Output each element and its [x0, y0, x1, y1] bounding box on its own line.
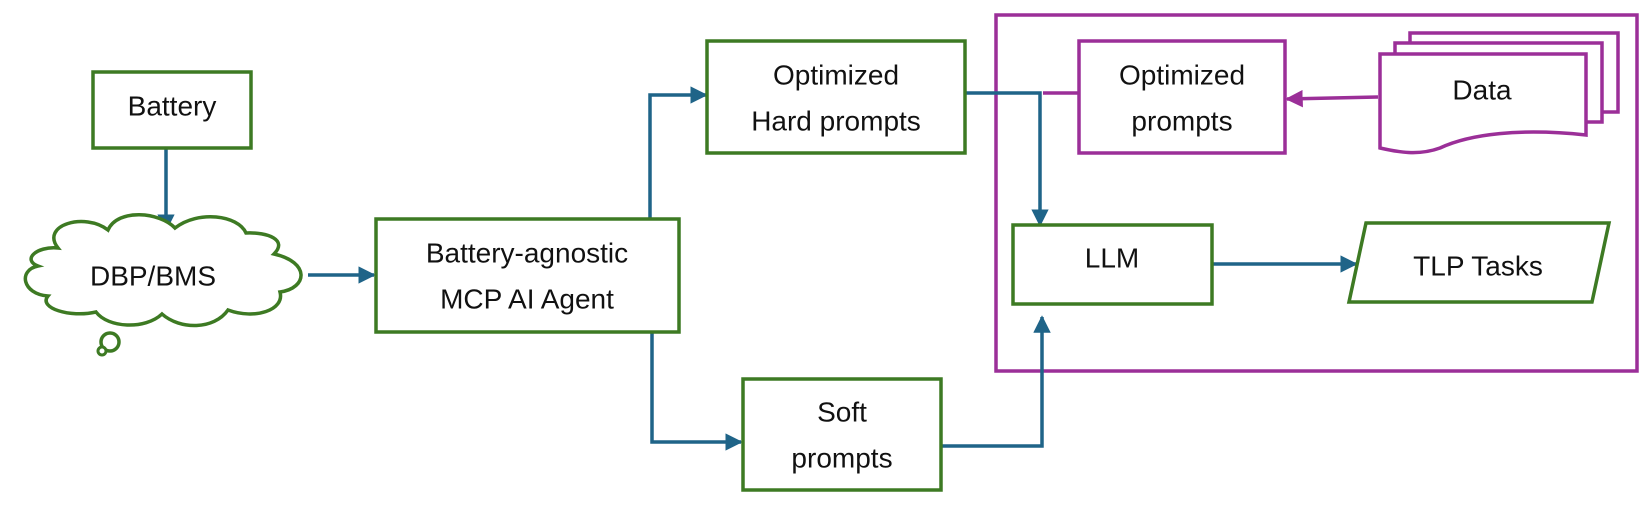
tlp-tasks-parallelogram	[1346, 221, 1612, 304]
node-tlp-tasks: TLP Tasks	[1346, 221, 1612, 304]
hard-prompts-box	[705, 39, 967, 155]
tlp-tasks-label: TLP Tasks	[1413, 250, 1543, 281]
dbp-bms-label: DBP/BMS	[90, 260, 216, 291]
node-mcp-agent: Battery-agnostic MCP AI Agent	[374, 217, 681, 334]
edge-data-to-optimized-prompts	[1285, 89, 1379, 108]
data-document-front	[1378, 52, 1588, 155]
soft-prompts-label-line1: Soft	[817, 396, 867, 427]
optimized-prompts-label-line1: Optimized	[1119, 59, 1245, 90]
llm-box	[1011, 223, 1214, 306]
node-llm: LLM	[1011, 223, 1214, 306]
node-dbp-bms: DBP/BMS	[23, 213, 303, 357]
dbp-bms-cloud-bubble-large	[99, 331, 121, 353]
battery-label: Battery	[128, 90, 217, 121]
node-data: Data	[1378, 31, 1620, 155]
edge-soft-prompts-to-llm	[941, 315, 1051, 448]
dbp-bms-cloud-bubble-small	[96, 345, 108, 357]
llm-label: LLM	[1085, 242, 1139, 273]
llm-group-container	[994, 13, 1639, 373]
node-soft-prompts: Soft prompts	[741, 377, 943, 492]
dbp-bms-cloud-shape	[23, 213, 303, 328]
mcp-agent-box	[374, 217, 681, 334]
mcp-agent-label-line2: MCP AI Agent	[440, 283, 614, 314]
edge-agent-to-hard-prompts	[648, 86, 708, 219]
mcp-agent-label-line1: Battery-agnostic	[426, 237, 628, 268]
node-optimized-prompts: Optimized prompts	[1077, 39, 1287, 155]
edge-hard-prompts-to-llm	[965, 91, 1049, 227]
optimized-prompts-box	[1077, 39, 1287, 155]
hard-prompts-label-line2: Hard prompts	[751, 105, 921, 136]
soft-prompts-label-line2: prompts	[791, 442, 892, 473]
soft-prompts-box	[741, 377, 943, 492]
hard-prompts-label-line1: Optimized	[773, 59, 899, 90]
data-label: Data	[1452, 74, 1512, 105]
edge-agent-to-soft-prompts	[650, 332, 743, 451]
battery-box	[91, 70, 253, 150]
optimized-prompts-label-line2: prompts	[1131, 105, 1232, 136]
node-hard-prompts: Optimized Hard prompts	[705, 39, 967, 155]
node-battery: Battery	[91, 70, 253, 150]
